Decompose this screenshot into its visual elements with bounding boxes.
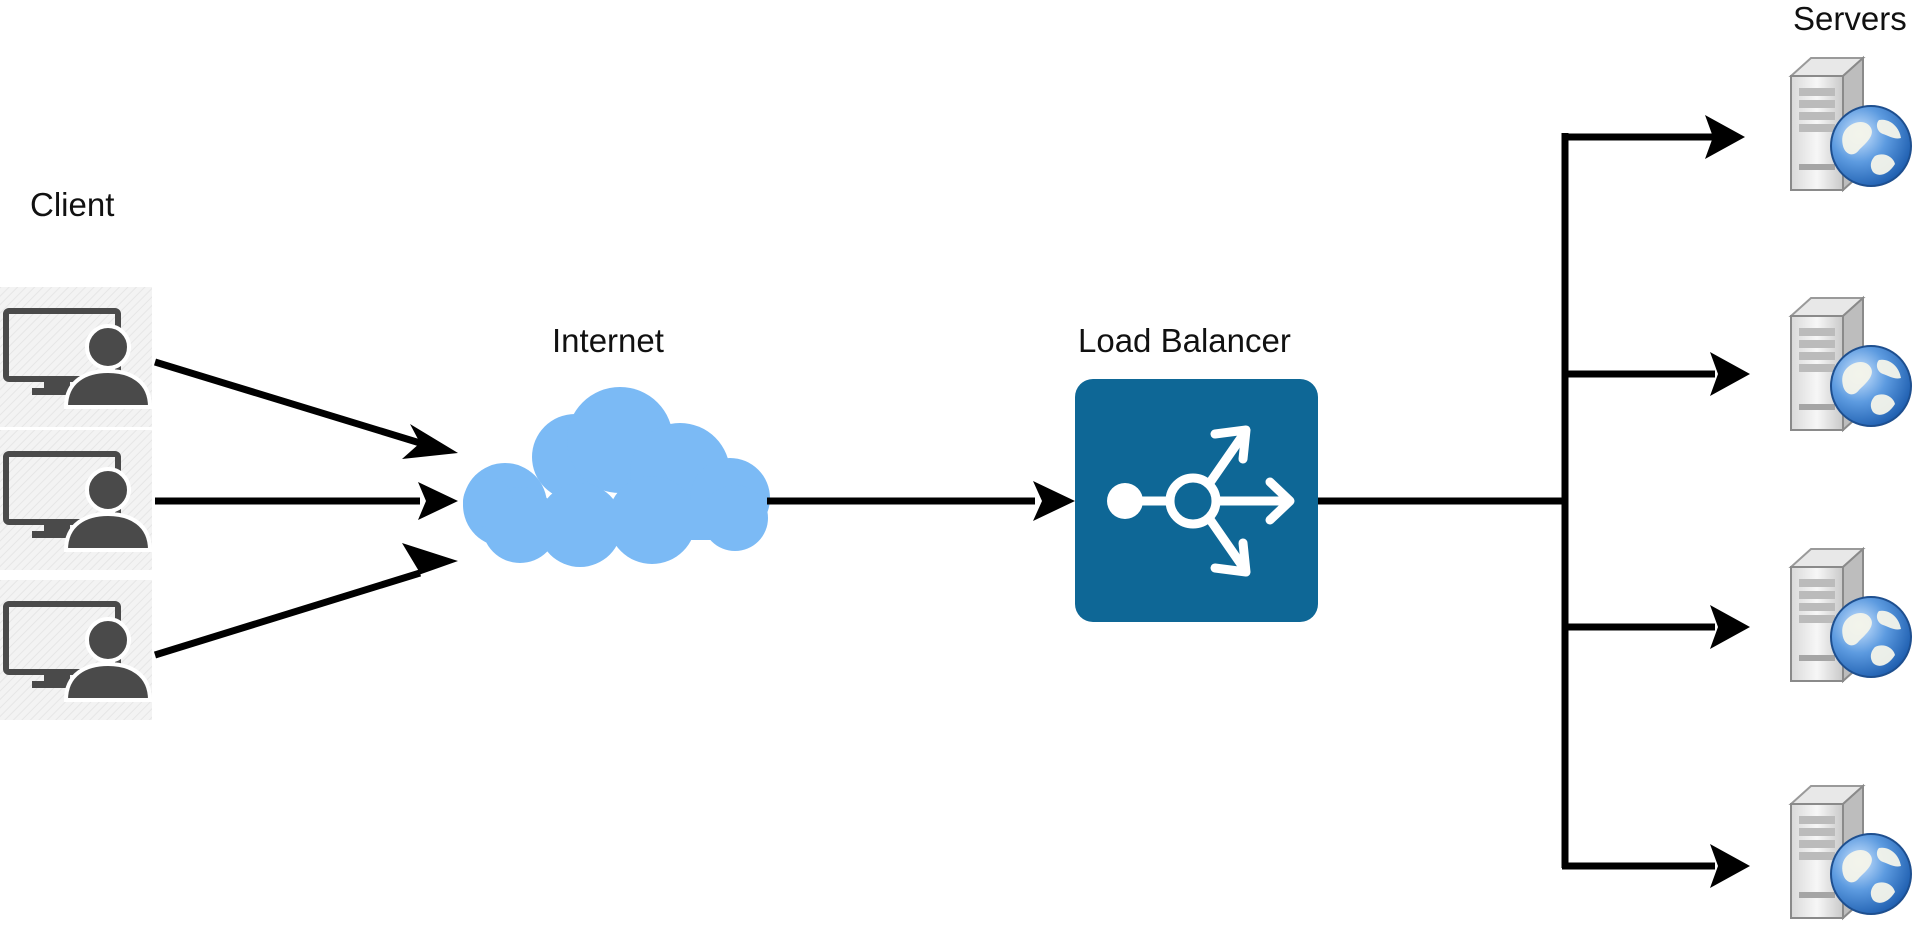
load-balancer-label: Load Balancer: [1078, 322, 1291, 359]
servers-label: Servers: [1793, 0, 1907, 37]
client-icon-3: [0, 580, 152, 720]
web-server-icon-2: [1790, 297, 1912, 431]
client-icon-1: [0, 287, 152, 427]
web-server-icon-4: [1790, 785, 1912, 919]
client-to-internet-arrows: [153, 358, 458, 659]
internet-to-load-balancer-arrow: [767, 481, 1075, 521]
load-balancer-icon: [1075, 379, 1318, 622]
internet-label: Internet: [552, 322, 664, 359]
web-server-icon-1: [1790, 57, 1912, 191]
web-server-icon-3: [1790, 548, 1912, 682]
cloud-icon: [463, 387, 770, 567]
client-label: Client: [30, 186, 115, 223]
load-balancer-to-servers-connectors: [1318, 115, 1750, 888]
client-icon-2: [0, 430, 152, 570]
